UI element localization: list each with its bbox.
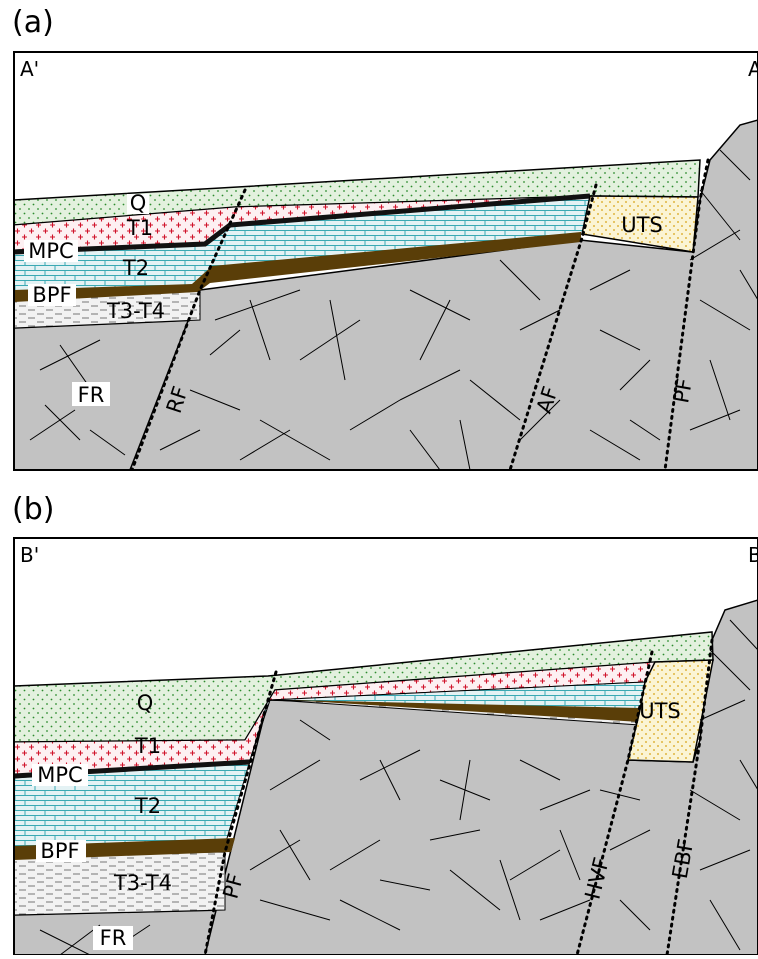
label-fault3-a: PF [669, 377, 697, 406]
unit-mpc-a [14, 193, 591, 255]
fault-af-a [508, 183, 598, 470]
fractures-b [39, 619, 758, 955]
fault-pf-a [663, 158, 710, 470]
label-t2-b: T2 [134, 794, 161, 818]
panel-a-letter: (a) [12, 5, 54, 40]
unit-bpf-wedge-b [290, 700, 640, 722]
fault-hvf-b [575, 650, 654, 955]
panel-b-letter: (b) [12, 492, 55, 527]
unit-bpf-a [14, 232, 581, 302]
frame-a [13, 51, 758, 471]
label-fr-a: FR [78, 383, 105, 407]
corner-right-a: A [748, 57, 758, 81]
label-t1-b: T1 [134, 734, 161, 758]
label-bpf-a: BPF [32, 283, 71, 307]
label-uts-b: UTS [639, 699, 681, 723]
label-q-b: Q [137, 691, 154, 715]
fractures-a [29, 149, 758, 470]
fault-ebf-b [665, 638, 714, 955]
label-fr-b: FR [100, 926, 127, 950]
fault-pf-b [203, 670, 278, 955]
label-t34-a: T3-T4 [106, 299, 165, 323]
panel-a: Q T1 MPC T2 BPF T3-T4 FR UTS RF AF PF A'… [14, 57, 758, 470]
label-mpc-b: MPC [37, 763, 82, 787]
label-bpf-b: BPF [40, 839, 79, 863]
label-t2-a: T2 [122, 256, 149, 280]
corner-left-b: B' [20, 543, 39, 567]
label-t34-b: T3-T4 [113, 871, 172, 895]
label-mpc-a: MPC [28, 239, 73, 263]
label-t1-a: T1 [126, 216, 153, 240]
label-q-a: Q [130, 191, 147, 215]
corner-left-a: A' [20, 57, 39, 81]
panel-b: Q T1 MPC T2 BPF T3-T4 FR UTS PF HVF EBF … [14, 543, 758, 955]
basement-hangingwall-a [129, 119, 758, 470]
fault-rf-a [130, 188, 247, 470]
label-uts-a: UTS [621, 213, 663, 237]
corner-right-b: B [748, 543, 758, 567]
